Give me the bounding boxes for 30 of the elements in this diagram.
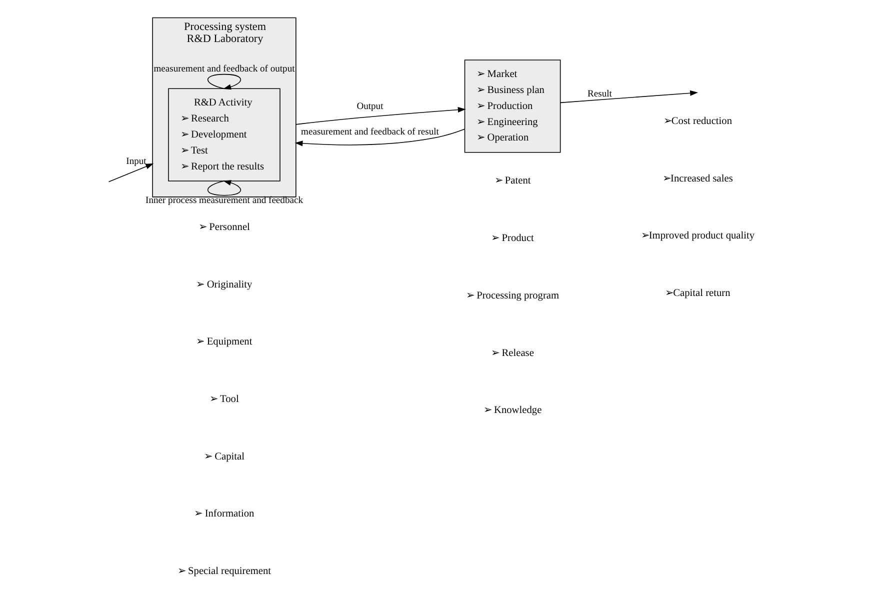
node-box: ➢ Market ➢ Business plan ➢ Production ➢ Engineering ➢ Operation: [464, 60, 561, 153]
label: ➢ Equipment: [196, 336, 252, 348]
label: ➢Increased sales: [662, 173, 733, 184]
label: ➢ Release: [491, 348, 534, 359]
arrow: [560, 90, 698, 104]
edge-label: Inner process measurement and feedback: [146, 195, 303, 206]
label: ➢Capital return: [665, 288, 730, 300]
node-box: R&D Activity ➢ Research ➢ Development ➢ Test ➢ Report the results: [168, 88, 280, 182]
edge-label: Result: [588, 88, 612, 100]
label: ➢ Product: [491, 233, 534, 244]
label: ➢ Information: [194, 508, 254, 520]
label: ➢ Personnel: [198, 222, 250, 233]
label: ➢ Originality: [196, 279, 252, 290]
arrow: [296, 107, 466, 125]
label: ➢ Special requirement: [177, 566, 272, 577]
arrow: [108, 163, 154, 182]
edge-label: measurement and feedback of output: [154, 64, 295, 75]
edge-label: measurement and feedback of result: [301, 126, 439, 138]
label: ➢ Processing program: [466, 290, 560, 302]
edge-label: Input: [126, 156, 146, 167]
label: ➢ Knowledge: [483, 405, 542, 416]
arrow: [207, 180, 242, 196]
label: ➢ Capital: [204, 451, 244, 462]
edge-label: Output: [356, 101, 384, 112]
arrow: [207, 74, 242, 90]
label: ➢ Patent: [494, 176, 531, 187]
arrow: [294, 128, 466, 146]
label: ➢ Tool: [210, 394, 239, 405]
label: ➢Cost reduction: [663, 116, 732, 127]
label: ➢Improved product quality: [640, 230, 755, 242]
